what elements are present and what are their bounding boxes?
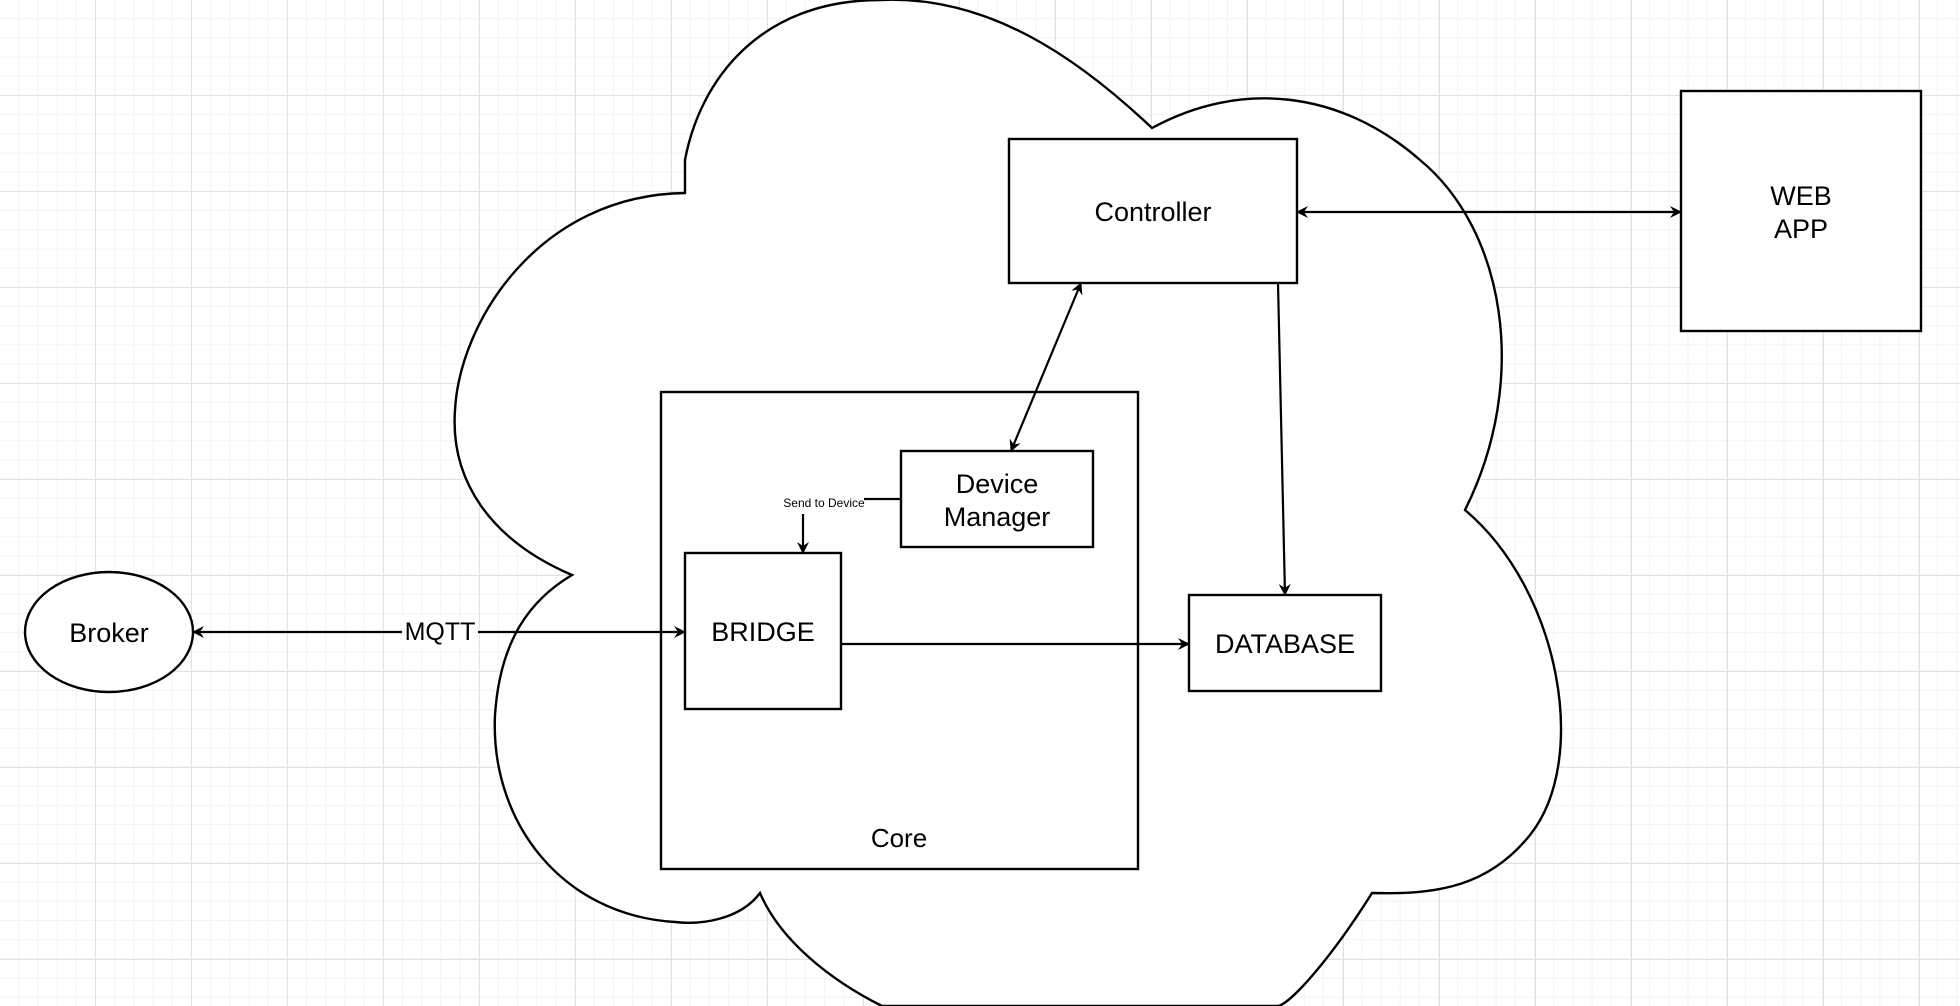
bridge-label: BRIDGE (711, 617, 815, 647)
bridge-node[interactable]: BRIDGE (683, 551, 843, 711)
web-app-label-line1: WEB (1770, 181, 1832, 211)
web-app-label-line2: APP (1774, 214, 1828, 244)
device-manager-node[interactable]: Device Manager (899, 449, 1095, 549)
device-manager-label-line2: Manager (944, 502, 1051, 532)
controller-label: Controller (1094, 197, 1211, 227)
edge-broker-bridge[interactable]: MQTT (192, 616, 686, 648)
edge-devicemanager-bridge[interactable]: Send to Device (783, 496, 901, 554)
device-manager-label-line1: Device (956, 469, 1039, 499)
edge-controller-database[interactable] (1276, 282, 1291, 596)
broker-node[interactable]: Broker (23, 570, 195, 694)
database-label: DATABASE (1215, 629, 1355, 659)
core-label: Core (871, 823, 927, 853)
edge-controller-devicemanager[interactable] (1009, 282, 1083, 452)
web-app-node[interactable]: WEB APP (1679, 89, 1923, 333)
mqtt-label: MQTT (405, 618, 476, 646)
broker-label: Broker (69, 618, 149, 648)
controller-node[interactable]: Controller (1007, 137, 1299, 285)
mqtt-label-background (402, 616, 478, 648)
database-node[interactable]: DATABASE (1187, 593, 1383, 693)
send-to-device-label: Send to Device (783, 496, 865, 510)
